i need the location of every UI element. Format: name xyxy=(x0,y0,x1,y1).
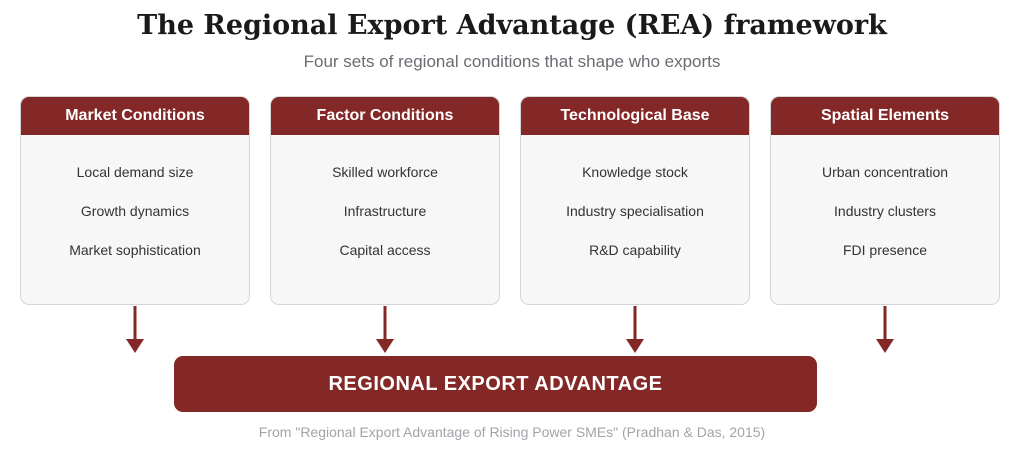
source-citation: From "Regional Export Advantage of Risin… xyxy=(258,424,766,440)
card-item: Industry specialisation xyxy=(566,203,704,219)
card-item: Urban concentration xyxy=(821,164,949,180)
card-factor-conditions: Factor Conditions Skilled workforce Infr… xyxy=(270,96,500,305)
down-arrow-icon xyxy=(126,306,144,353)
diagram-subtitle: Four sets of regional conditions that sh… xyxy=(303,52,721,71)
card-heading: Technological Base xyxy=(521,97,749,135)
diagram-title: The Regional Export Advantage (REA) fram… xyxy=(137,10,887,41)
outcome-banner: REGIONAL EXPORT ADVANTAGE xyxy=(174,356,817,412)
card-item: Growth dynamics xyxy=(80,203,190,219)
card-item: Infrastructure xyxy=(343,203,427,219)
card-technological-base: Technological Base Knowledge stock Indus… xyxy=(520,96,750,305)
card-item: Skilled workforce xyxy=(332,164,438,180)
card-heading: Factor Conditions xyxy=(271,97,499,135)
card-item: Market sophistication xyxy=(69,242,201,258)
card-heading: Market Conditions xyxy=(21,97,249,135)
card-item: FDI presence xyxy=(842,242,928,258)
down-arrow-icon xyxy=(876,306,894,353)
card-market-conditions: Market Conditions Local demand size Grow… xyxy=(20,96,250,305)
card-item: Local demand size xyxy=(76,164,194,180)
card-item: Industry clusters xyxy=(834,203,936,219)
card-spatial-elements: Spatial Elements Urban concentration Ind… xyxy=(770,96,1000,305)
card-item: R&D capability xyxy=(589,242,681,258)
card-heading: Spatial Elements xyxy=(771,97,999,135)
down-arrow-icon xyxy=(376,306,394,353)
down-arrow-icon xyxy=(626,306,644,353)
card-item: Knowledge stock xyxy=(582,164,688,180)
card-item: Capital access xyxy=(339,242,431,258)
